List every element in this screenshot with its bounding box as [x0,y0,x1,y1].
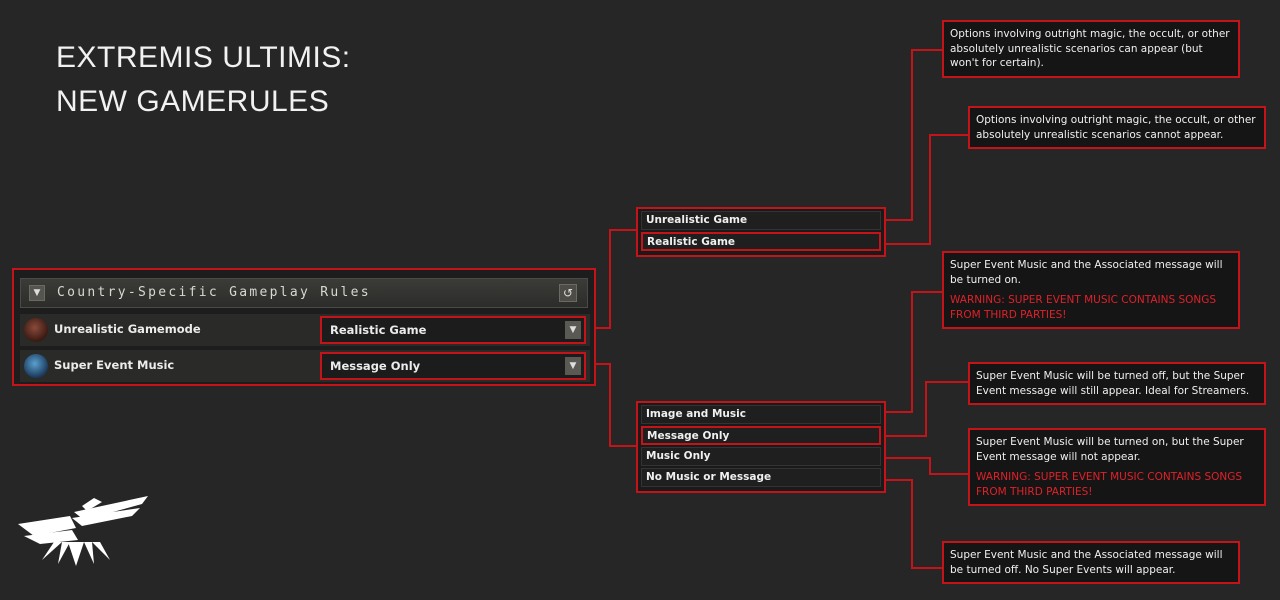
chevron-down-icon: ▼ [33,288,41,298]
reset-button[interactable]: ↺ [559,284,577,302]
eagle-logo [14,496,150,572]
connector-music-only [886,457,968,475]
connector-gamemode [596,229,636,329]
gameplay-rules-panel: ▼ Country-Specific Gameplay Rules ↺ Unre… [12,268,596,386]
option-message-only[interactable]: Message Only [641,426,881,445]
description-unrealistic: Options involving outright magic, the oc… [942,20,1240,78]
gamemode-options-list: Unrealistic Game Realistic Game [636,207,886,257]
description-text: Options involving outright magic, the oc… [976,114,1256,141]
panel-header: ▼ Country-Specific Gameplay Rules ↺ [20,278,588,308]
panel-title: Country-Specific Gameplay Rules [57,285,371,300]
dropdown-value: Realistic Game [330,323,427,337]
option-label: Image and Music [646,408,746,420]
description-none: Super Event Music and the Associated mes… [942,541,1240,584]
connector-image-music [886,291,942,413]
reset-icon: ↺ [562,286,574,300]
option-label: No Music or Message [646,471,772,483]
option-music-only[interactable]: Music Only [641,447,881,466]
warning-text: WARNING: SUPER EVENT MUSIC CONTAINS SONG… [950,294,1217,321]
connector-none [886,479,942,569]
description-text: Super Event Music will be turned off, bu… [976,370,1250,397]
description-message-only: Super Event Music will be turned off, bu… [968,362,1266,405]
rule-row-music: Super Event Music Message Only ▼ [20,350,590,382]
option-label: Realistic Game [647,236,736,248]
connector-unrealistic [886,49,942,221]
option-label: Music Only [646,450,711,462]
chevron-down-icon[interactable]: ▼ [565,321,581,339]
pentagram-icon [24,318,48,342]
description-music-only: Super Event Music will be turned on, but… [968,428,1266,506]
option-image-and-music[interactable]: Image and Music [641,405,881,424]
option-label: Unrealistic Game [646,214,748,226]
title-line-1: EXTREMIS ULTIMIS: [56,41,351,74]
option-label: Message Only [647,430,730,442]
option-realistic-game[interactable]: Realistic Game [641,232,881,251]
music-note-icon [24,354,48,378]
rule-row-gamemode: Unrealistic Gamemode Realistic Game ▼ [20,314,590,346]
music-options-list: Image and Music Message Only Music Only … [636,401,886,493]
rule-label: Unrealistic Gamemode [54,322,201,336]
description-text: Super Event Music and the Associated mes… [950,259,1223,286]
description-realistic: Options involving outright magic, the oc… [968,106,1266,149]
collapse-button[interactable]: ▼ [29,285,45,301]
chevron-down-icon[interactable]: ▼ [565,357,581,375]
description-text: Super Event Music will be turned on, but… [976,436,1244,463]
page-title: EXTREMIS ULTIMIS: NEW GAMERULES [56,36,351,124]
description-text: Super Event Music and the Associated mes… [950,549,1223,576]
option-unrealistic-game[interactable]: Unrealistic Game [641,211,881,230]
option-no-music-or-message[interactable]: No Music or Message [641,468,881,487]
connector-realistic [886,134,968,245]
description-text: Options involving outright magic, the oc… [950,28,1230,69]
title-line-2: NEW GAMERULES [56,85,330,118]
music-dropdown[interactable]: Message Only ▼ [320,352,586,380]
warning-text: WARNING: SUPER EVENT MUSIC CONTAINS SONG… [976,471,1243,498]
rule-label: Super Event Music [54,358,175,372]
connector-message-only [886,381,968,437]
description-image-music: Super Event Music and the Associated mes… [942,251,1240,329]
connector-music [596,363,636,447]
dropdown-value: Message Only [330,359,421,373]
gamemode-dropdown[interactable]: Realistic Game ▼ [320,316,586,344]
